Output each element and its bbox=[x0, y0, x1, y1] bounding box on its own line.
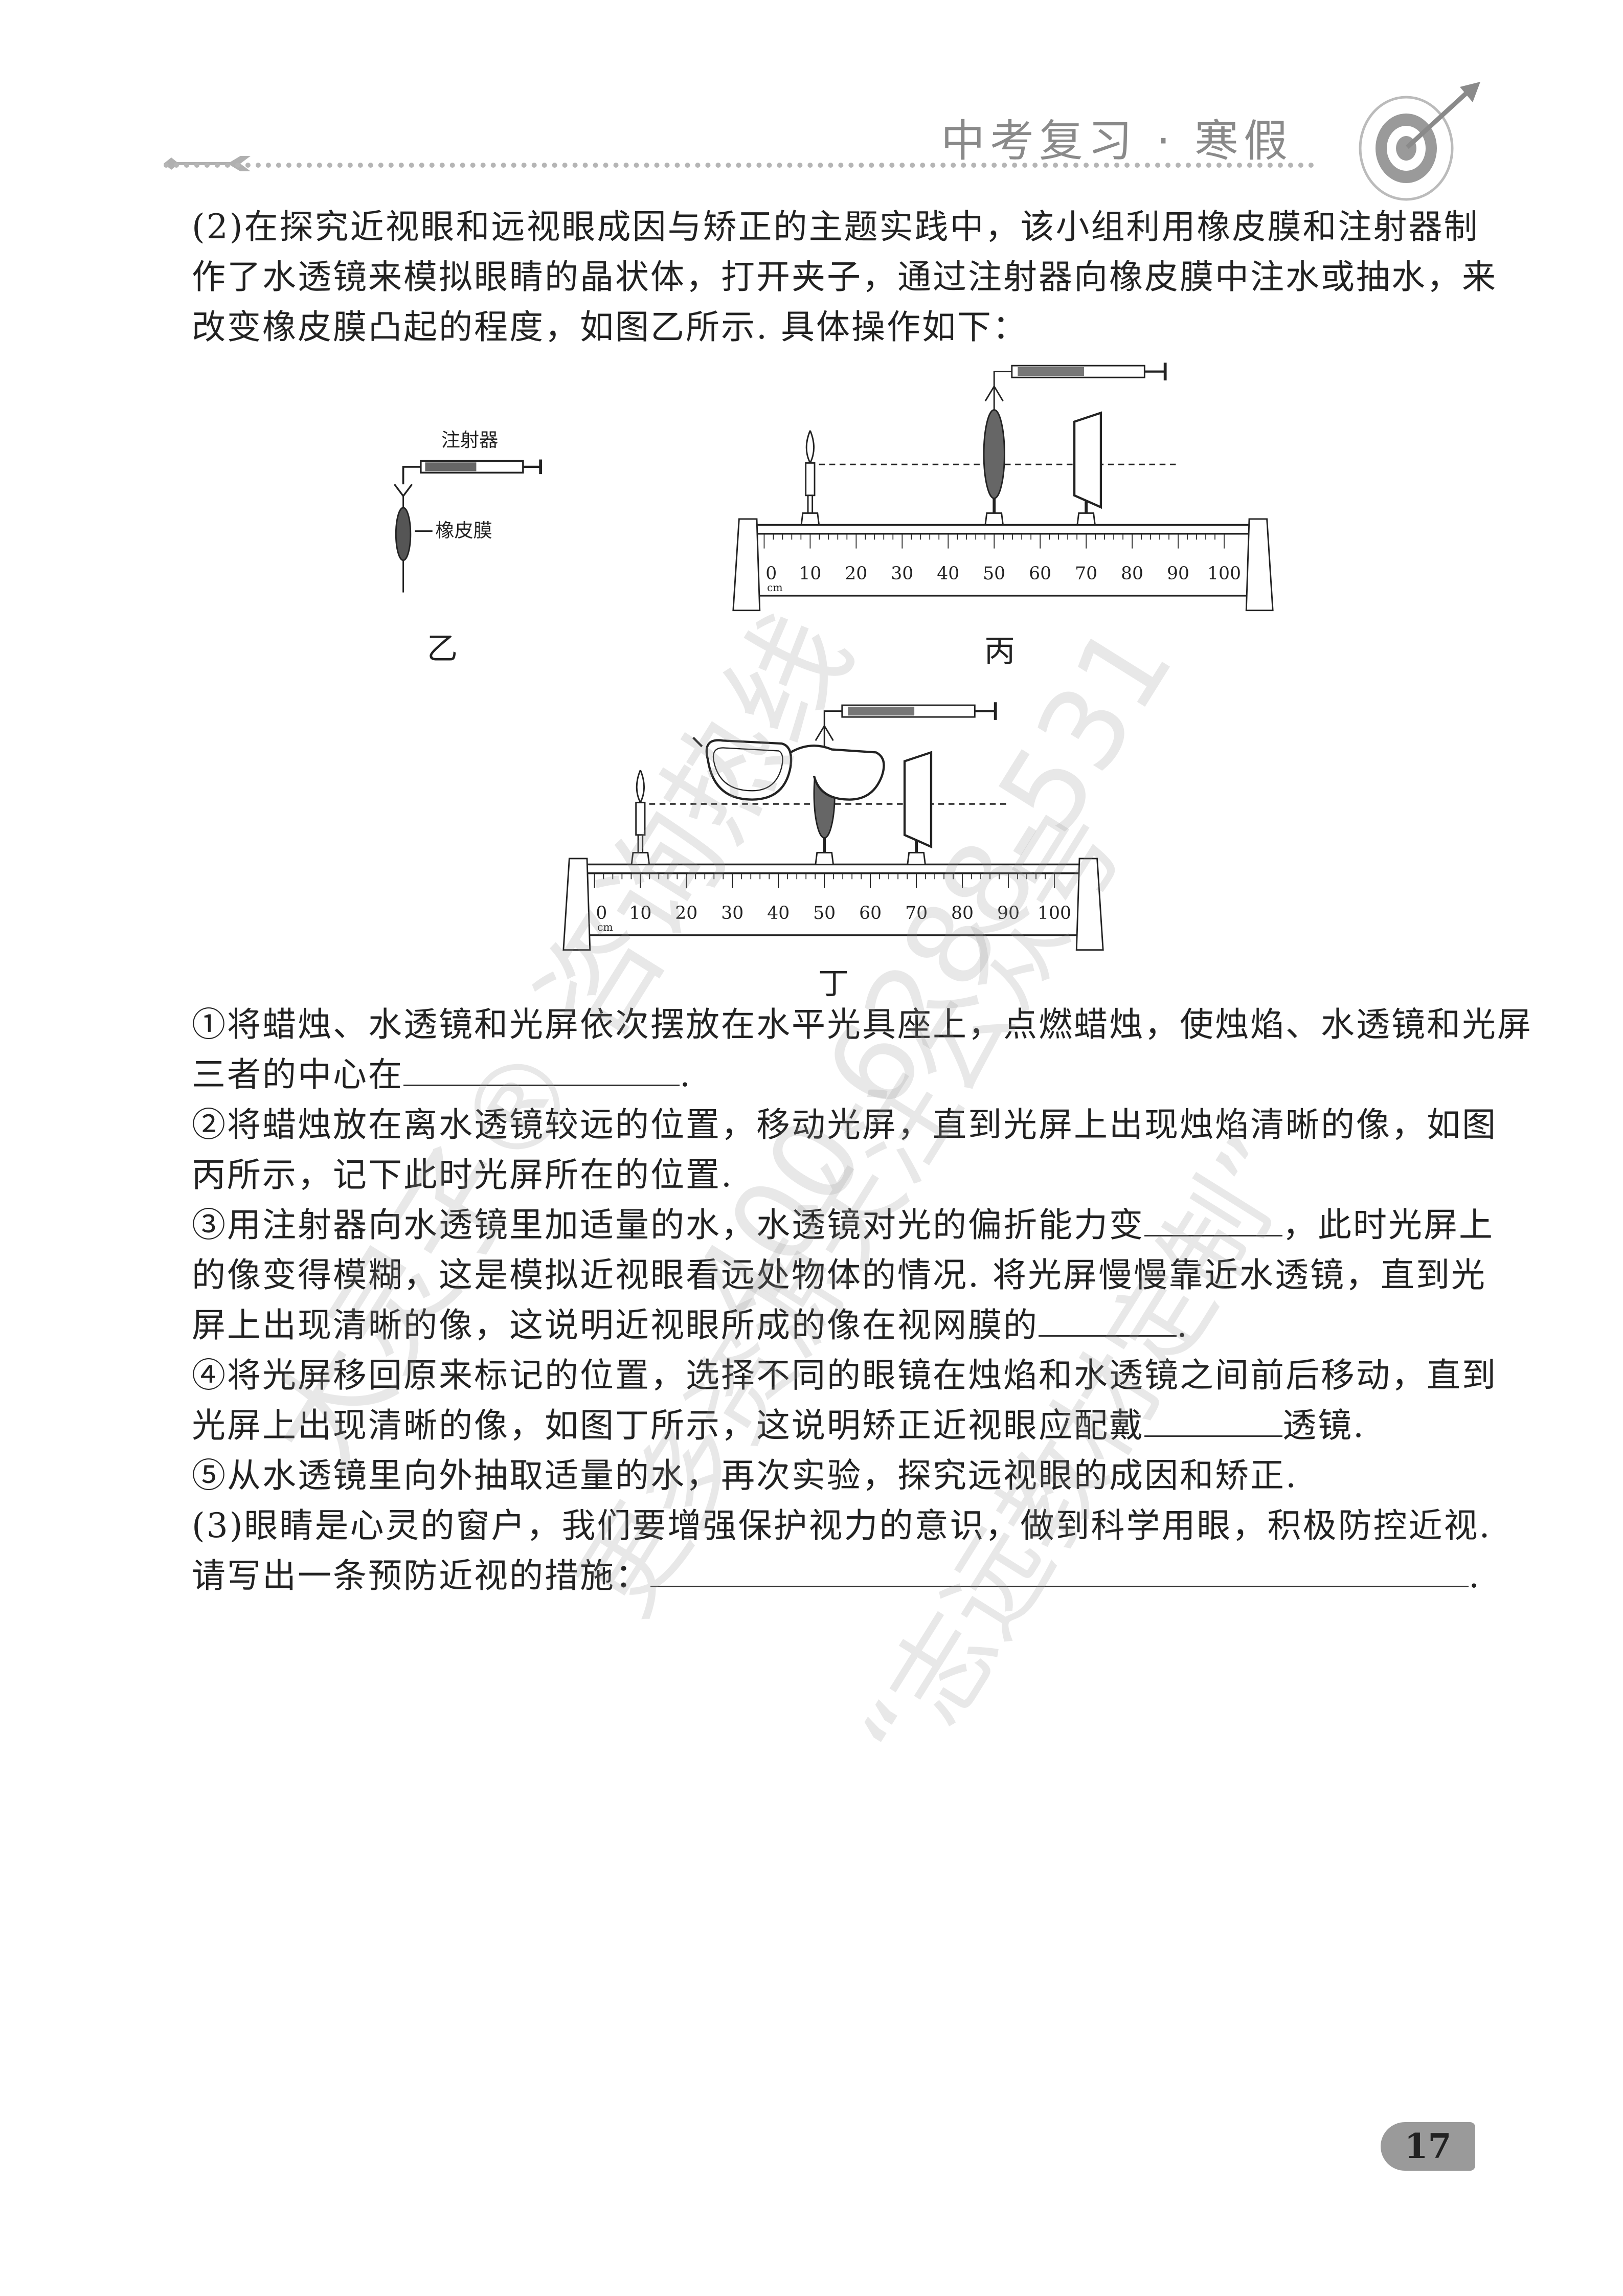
ruler-tick-label: 30 bbox=[891, 564, 913, 584]
answer-blank-1[interactable] bbox=[403, 1054, 680, 1086]
step-4-text: ④将光屏移回原来标记的位置，选择不同的眼镜在烛焰和水透镜之间前后移动，直到 bbox=[192, 1356, 1497, 1395]
ruler-tick-label: 70 bbox=[1075, 564, 1097, 584]
step-1-text: 三者的中心在 bbox=[192, 1055, 403, 1094]
answer-blank-5[interactable] bbox=[650, 1555, 1469, 1587]
target-arrow-icon bbox=[1359, 82, 1480, 201]
ruler-unit: cm bbox=[597, 921, 613, 933]
candle-icon bbox=[635, 801, 646, 836]
bench-leg bbox=[1075, 858, 1104, 951]
ruler-tick-label: 80 bbox=[1121, 564, 1143, 584]
figure-yi-water-lens: 注射器 橡皮膜 bbox=[394, 429, 542, 593]
candle-icon bbox=[805, 462, 816, 497]
rail bbox=[577, 863, 1090, 874]
step-4-text: 透镜. bbox=[1282, 1406, 1365, 1445]
ruler-tick-label: 60 bbox=[859, 903, 882, 924]
syringe-icon bbox=[394, 459, 542, 498]
bench-leg bbox=[562, 858, 591, 951]
page-number: 17 bbox=[1381, 2122, 1475, 2171]
bench-leg bbox=[732, 518, 761, 612]
ruler-tick-label: 50 bbox=[813, 903, 836, 924]
step-5-text: ⑤从水透镜里向外抽取适量的水，再次实验，探究远视眼的成因和矫正. bbox=[192, 1456, 1298, 1495]
lens-slider bbox=[815, 851, 835, 865]
intro-paragraph: (2)在探究近视眼和远视眼成因与矫正的主题实践中，该小组利用橡皮膜和注射器制 作… bbox=[192, 202, 1497, 352]
candle-holder bbox=[807, 494, 814, 514]
figure-bing-label: 丙 bbox=[984, 634, 1015, 669]
figure-ding-label: 丁 bbox=[818, 966, 849, 1002]
candle-holder bbox=[637, 834, 644, 853]
screen-slider bbox=[1076, 512, 1096, 526]
ruler-unit: cm bbox=[767, 581, 782, 594]
punctuation: . bbox=[1177, 1305, 1189, 1345]
syringe-tube bbox=[823, 710, 842, 750]
syringe-tube bbox=[993, 371, 1012, 410]
step-3-text: ③用注射器向水透镜里加适量的水，水透镜对光的偏折能力变 bbox=[192, 1205, 1144, 1245]
candle-slider bbox=[800, 512, 820, 526]
lens-slider bbox=[984, 512, 1004, 526]
intro-line: (2)在探究近视眼和远视眼成因与矫正的主题实践中，该小组利用橡皮膜和注射器制 bbox=[192, 207, 1479, 246]
ruler-tick-label: 40 bbox=[767, 903, 790, 924]
ruler-tick-label: 40 bbox=[937, 564, 959, 584]
ruler-tick-label: 90 bbox=[1167, 564, 1189, 584]
light-screen bbox=[1073, 411, 1102, 509]
step-3-text: 的像变得模糊，这是模拟近视眼看远处物体的情况. 将光屏慢慢靠近水透镜，直到光 bbox=[192, 1255, 1486, 1295]
light-screen bbox=[903, 751, 933, 849]
ruler-tick-label: 50 bbox=[983, 564, 1005, 584]
ruler-tick-label: 60 bbox=[1029, 564, 1051, 584]
intro-line: 改变橡皮膜凸起的程度，如图乙所示. 具体操作如下： bbox=[192, 307, 1028, 347]
ruler-tick-label: 100 bbox=[1038, 903, 1071, 924]
ruler-tick-label: 10 bbox=[629, 903, 651, 924]
ruler-tick-label: 20 bbox=[675, 903, 697, 924]
candle-slider bbox=[630, 851, 650, 865]
bench-leg bbox=[1245, 518, 1274, 612]
ruler-tick-label: 20 bbox=[845, 564, 867, 584]
punctuation: . bbox=[1469, 1556, 1481, 1595]
membrane-label: 橡皮膜 bbox=[435, 520, 492, 542]
question-3-text: (3)眼睛是心灵的窗户，我们要增强保护视力的意识，做到科学用眼，积极防控近视. bbox=[192, 1506, 1492, 1545]
syringe-water bbox=[848, 706, 915, 716]
figure-yi-label: 乙 bbox=[427, 631, 458, 667]
answer-blank-2[interactable] bbox=[1144, 1204, 1282, 1236]
ruler-tick-label: 100 bbox=[1207, 564, 1241, 584]
answer-blank-4[interactable] bbox=[1144, 1405, 1282, 1437]
ruler-tick-label: 10 bbox=[799, 564, 821, 584]
steps-paragraph: ①将蜡烛、水透镜和光屏依次摆放在水平光具座上，点燃蜡烛，使烛焰、水透镜和光屏 三… bbox=[192, 1000, 1531, 1601]
candle-flame-icon bbox=[805, 430, 815, 465]
header-title: 中考复习 · 寒假 bbox=[941, 116, 1293, 167]
step-3-text: 屏上出现清晰的像，这说明近视眼所成的像在视网膜的 bbox=[192, 1305, 1039, 1345]
figure-bing-optical-bench: 0 10 20 30 40 50 60 70 80 90 100 cm bbox=[732, 363, 1274, 612]
candle-flame-icon bbox=[636, 770, 645, 804]
step-3-text: ，此时光屏上 bbox=[1282, 1205, 1494, 1245]
screen-slider bbox=[907, 851, 927, 865]
ruler-tick-label: 0 bbox=[596, 903, 607, 924]
rubber-membrane-lens bbox=[395, 507, 412, 561]
ruler-tick-label: 70 bbox=[905, 903, 928, 924]
figure-ding-optical-bench: 0 10 20 30 40 50 60 70 80 90 100 cm bbox=[562, 702, 1104, 951]
ruler-tick-label: 90 bbox=[997, 903, 1020, 924]
step-2-text: 丙所示，记下此时光屏所在的位置. bbox=[192, 1155, 733, 1195]
answer-blank-3[interactable] bbox=[1039, 1304, 1177, 1337]
step-2-text: ②将蜡烛放在离水透镜较远的位置，移动光屏，直到光屏上出现烛焰清晰的像，如图 bbox=[192, 1105, 1497, 1144]
water-lens bbox=[983, 409, 1005, 500]
step-1-text: ①将蜡烛、水透镜和光屏依次摆放在水平光具座上，点燃蜡烛，使烛焰、水透镜和光屏 bbox=[192, 1005, 1532, 1044]
glasses-icon bbox=[692, 736, 885, 801]
ruler-tick-label: 30 bbox=[721, 903, 743, 924]
syringe-label: 注射器 bbox=[441, 429, 498, 451]
step-4-text: 光屏上出现清晰的像，如图丁所示，这说明矫正近视眼应配戴 bbox=[192, 1406, 1144, 1445]
punctuation: . bbox=[680, 1055, 692, 1094]
ruler-tick-label: 80 bbox=[951, 903, 974, 924]
syringe-water bbox=[1018, 367, 1085, 376]
rail bbox=[747, 524, 1259, 535]
intro-line: 作了水透镜来模拟眼睛的晶状体，打开夹子，通过注射器向橡皮膜中注水或抽水，来 bbox=[192, 257, 1497, 297]
ruler-tick-label: 0 bbox=[765, 564, 777, 584]
header-divider bbox=[164, 163, 1314, 168]
question-3-text: 请写出一条预防近视的措施： bbox=[192, 1556, 650, 1595]
